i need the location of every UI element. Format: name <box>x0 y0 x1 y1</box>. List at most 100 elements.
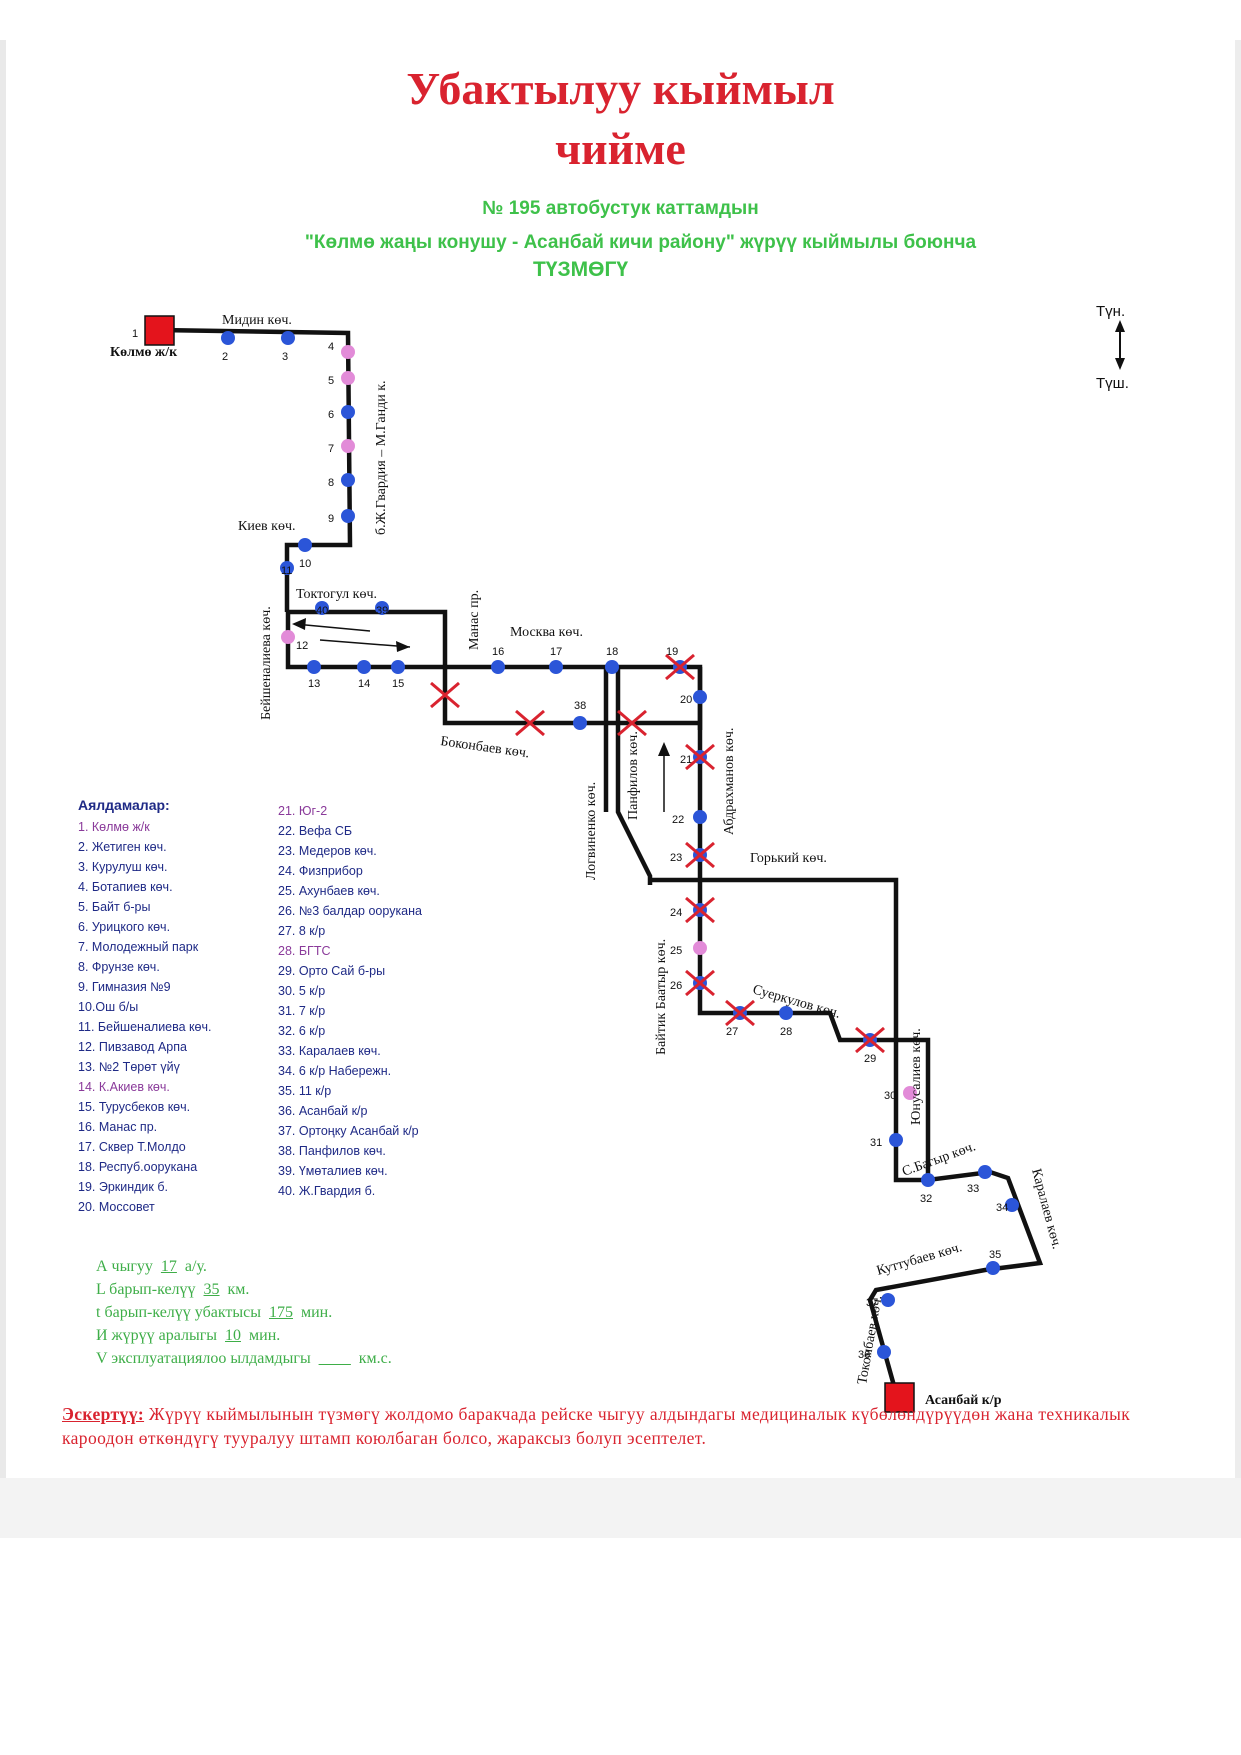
street-gorky: Горький көч. <box>750 851 827 866</box>
stop-marker <box>491 660 505 674</box>
closed-stop-cross-icon <box>685 896 715 924</box>
scan-edge-left <box>0 40 6 1530</box>
legend-item: 10.Ош б/ы <box>78 1000 139 1014</box>
param-t-label: t барып-келүү убактысы <box>96 1304 261 1321</box>
stop-number-label: 25 <box>670 945 682 957</box>
stop-number-label: 6 <box>328 409 334 421</box>
legend-item: 29. Орто Сай б-ры <box>278 964 386 978</box>
stop-marker <box>391 660 405 674</box>
stop-number-label: 28 <box>780 1026 792 1038</box>
stop-number-label: 16 <box>492 646 504 658</box>
stop-marker <box>978 1165 992 1179</box>
param-t-unit: мин. <box>300 1304 333 1321</box>
legend-item: 16. Манас пр. <box>78 1120 158 1134</box>
legend-item: 9. Гимназия №9 <box>78 980 171 994</box>
street-kuttubaev: Куттубаев көч. <box>875 1240 964 1279</box>
legend-item: 38. Панфилов көч. <box>278 1144 386 1158</box>
param-l-value: 35 <box>203 1281 220 1298</box>
stop-number-label: 40 <box>316 605 328 617</box>
stop-number-label: 34 <box>996 1202 1008 1214</box>
route-arrow-panfilov-head <box>658 742 670 756</box>
stop-number-label: 11 <box>281 565 292 577</box>
subtitle-line-2: "Көлмө жаңы конушу - Асанбай кичи району… <box>304 232 977 253</box>
closed-stop-cross-icon <box>855 1026 885 1054</box>
stop-marker <box>573 716 587 730</box>
stop-number-label: 14 <box>358 678 370 690</box>
stop-number-label: 32 <box>920 1193 932 1205</box>
stop-number-label: 26 <box>670 980 682 992</box>
stop-number-label: 36 <box>858 1349 870 1361</box>
closed-stop-cross-icon <box>685 969 715 997</box>
param-a-unit: а/у. <box>184 1258 207 1275</box>
stop-marker <box>881 1293 895 1307</box>
route-bokonbaev <box>442 667 700 726</box>
legend-item: 11. Бейшеналиева көч. <box>78 1020 212 1034</box>
legend-item: 26. №3 балдар ооруканa <box>278 904 422 918</box>
legend-item: 7. Молодежный парк <box>78 940 199 954</box>
street-mitin: Мидин көч. <box>222 313 292 328</box>
legend-item: 36. Асанбай к/р <box>278 1104 368 1118</box>
param-t-value: 175 <box>268 1304 293 1321</box>
legend-item: 24. Физприбор <box>278 864 363 878</box>
param-v: V эксплуатациялоо ылдамдыгы ____ км.с. <box>96 1347 392 1370</box>
legend-item: 12. Пивзавод Арпа <box>78 1040 187 1054</box>
legend-item: 14. К.Акиев көч. <box>78 1080 170 1094</box>
stop-marker <box>341 371 355 385</box>
legend-item: 8. Фрунзе көч. <box>78 960 160 974</box>
legend-item: 20. Моссовет <box>78 1200 155 1214</box>
route-main <box>157 327 353 612</box>
stop-number-label: 9 <box>328 513 334 525</box>
legend-item: 35. 11 к/р <box>278 1084 332 1098</box>
route-arrow-left-head <box>292 618 306 630</box>
route-arrow-left <box>294 623 371 632</box>
stop-number-label: 23 <box>670 852 682 864</box>
title-line-2: чийме <box>555 123 686 174</box>
warning-note: Эскертүү: Жүрүү кыймылынын түзмөгү жолдо… <box>62 1402 1177 1450</box>
legend-item: 6. Урицкого көч. <box>78 920 171 934</box>
stop-marker <box>281 331 295 345</box>
street-gvardia: б.Ж.Гвардия – М.Ганди к. <box>374 380 389 535</box>
stop-marker <box>281 630 295 644</box>
legend-item: 30. 5 к/р <box>278 984 326 998</box>
stop-number-label: 3 <box>282 351 288 363</box>
stop-number-label: 1 <box>132 328 138 340</box>
param-l-label: L барып-келүү <box>96 1281 196 1298</box>
street-beishenalieva: Бейшеналиева көч. <box>259 606 274 720</box>
terminal-end-label: Асанбай к/р <box>925 1393 1002 1408</box>
legend-item: 15. Турусбеков көч. <box>78 1100 191 1114</box>
closed-stop-markers <box>430 653 885 1054</box>
stop-marker <box>341 405 355 419</box>
stop-marker <box>357 660 371 674</box>
note-text: Жүрүү кыймылынын түзмөгү жолдомо баракча… <box>62 1404 1131 1448</box>
closed-road-cross-icon <box>430 681 460 709</box>
legend-item: 4. Ботапиев көч. <box>78 880 173 894</box>
stop-number-label: 2 <box>222 351 228 363</box>
stop-number-label: 7 <box>328 443 334 455</box>
stop-marker <box>341 509 355 523</box>
route-gorky <box>650 877 899 1040</box>
legend-item: 17. Сквер Т.Молдо <box>78 1140 186 1154</box>
subtitle-line-3: ТҮЗМӨГҮ <box>532 258 629 281</box>
route-yunus <box>893 1040 928 1183</box>
title-line-1: Убактылуу кыймыл <box>406 63 835 114</box>
stop-number-label: 8 <box>328 477 334 489</box>
param-i: И жүрүү аралыгы 10 мин. <box>96 1324 392 1347</box>
param-i-label: И жүрүү аралыгы <box>96 1327 217 1344</box>
param-a-label: А чыгуу <box>96 1258 153 1275</box>
stop-marker <box>779 1006 793 1020</box>
scan-bottom-band <box>0 1478 1241 1538</box>
legend-item: 13. №2 Төрөт үйү <box>78 1060 180 1074</box>
stop-number-label: 30 <box>884 1090 896 1102</box>
street-abdrahmanov: Абдрахманов көч. <box>722 728 737 835</box>
route-arrow-toktogul <box>319 639 411 648</box>
param-l-unit: км. <box>227 1281 250 1298</box>
stop-marker <box>315 601 329 615</box>
closed-stop-cross-icon <box>725 999 755 1027</box>
stop-marker <box>903 1086 917 1100</box>
stop-marker <box>889 1133 903 1147</box>
stop-marker <box>280 561 294 575</box>
legend-item: 21. Юг-2 <box>278 804 328 818</box>
